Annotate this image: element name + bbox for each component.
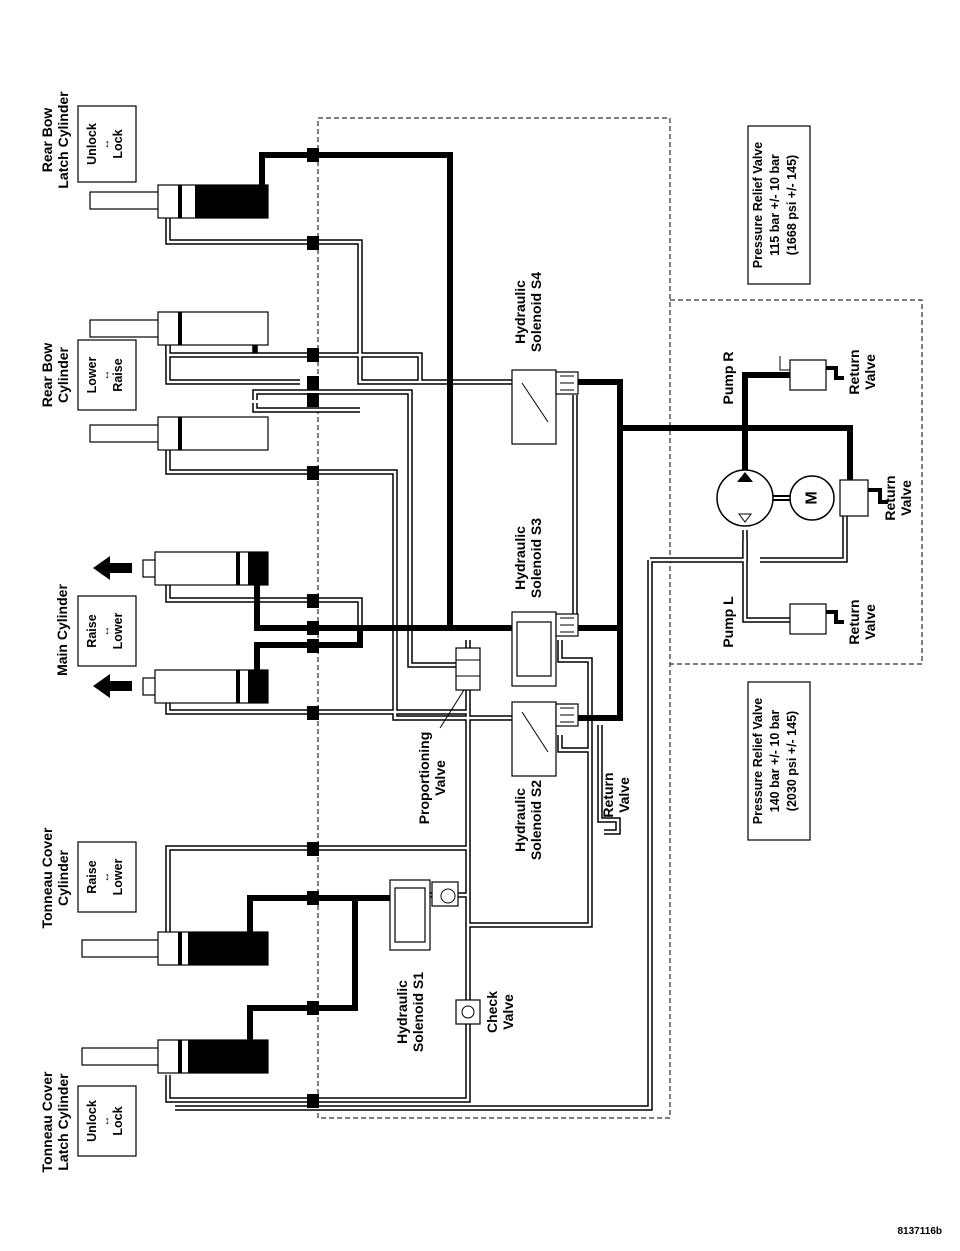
svg-text:Raise: Raise: [111, 358, 125, 391]
svg-text:Raise: Raise: [85, 614, 99, 647]
relief-valve-lower-box: Pressure Relief Valve 140 bar +/- 10 bar…: [747, 681, 811, 841]
rear-bow-cylinder-lower: [89, 416, 269, 451]
relief-upper-line2: 115 bar +/- 10 bar: [768, 154, 782, 256]
return-valve-center: [839, 479, 888, 517]
svg-text:Unlock: Unlock: [85, 123, 99, 165]
return-valve-label-s2: ReturnValve: [600, 772, 632, 817]
relief-valve-upper-box: Pressure Relief Valve 115 bar +/- 10 bar…: [747, 125, 811, 285]
relief-upper-line1: Pressure Relief Valve: [751, 142, 765, 269]
legend-rear-bow: Lower ↔ Raise: [77, 339, 137, 411]
legend-tonneau: Raise ↔ Lower: [77, 841, 137, 913]
figure-id: 8137116b: [898, 1226, 943, 1237]
pump-r-label: Pump R: [720, 352, 736, 405]
svg-text:Lower: Lower: [111, 612, 125, 649]
rear-bow-latch-cylinder: [89, 184, 269, 219]
legend-main: Raise ↔ Lower: [77, 595, 137, 667]
motor-label: M: [804, 491, 821, 504]
return-valve-label-l: ReturnValve: [846, 599, 878, 644]
rear-bow-latch-label: Rear BowLatch Cylinder: [39, 91, 71, 189]
solenoid-s3-label: HydraulicSolenoid S3: [512, 518, 544, 598]
solenoid-s1-label: HydraulicSolenoid S1: [394, 972, 426, 1052]
rear-bow-cylinder-upper: [89, 311, 269, 346]
tonneau-latch-label: Tonneau CoverLatch Cylinder: [39, 1071, 71, 1172]
pump-unit-boundary: [670, 299, 923, 665]
tonneau-cover-label: Tonneau CoverCylinder: [39, 827, 71, 928]
tonneau-cover-cylinder: [81, 931, 269, 966]
fittings: [307, 148, 319, 1108]
svg-text:Lower: Lower: [111, 858, 125, 895]
return-valve-left: [789, 603, 844, 635]
proportioning-valve: [439, 647, 481, 729]
svg-text:↔: ↔: [100, 1116, 112, 1127]
pump-assembly: M: [716, 469, 835, 527]
legend-tonneau-latch: Unlock ↔ Lock: [77, 1085, 137, 1157]
svg-text:Lower: Lower: [85, 356, 99, 393]
pressure-lines: [247, 152, 853, 1043]
relief-lower-line3: (2030 psi +/- 145): [785, 711, 799, 811]
main-cylinder-upper: [142, 551, 269, 586]
legend-rear-bow-latch: Unlock ↔ Lock: [77, 105, 137, 183]
svg-text:Unlock: Unlock: [85, 1100, 99, 1142]
manifold-boundary: [317, 117, 671, 1119]
solenoid-s2: [511, 701, 579, 777]
svg-text:↔: ↔: [100, 370, 112, 381]
relief-upper-line3: (1668 psi +/- 145): [785, 155, 799, 255]
check-valve: [455, 999, 481, 1025]
solenoid-s4-label: HydraulicSolenoid S4: [512, 272, 544, 352]
arrow-left-icon: [93, 556, 132, 698]
main-cylinder-label: Main Cylinder: [54, 584, 70, 676]
proportioning-valve-label: ProportioningValve: [416, 732, 448, 825]
svg-text:↔: ↔: [100, 139, 112, 150]
svg-text:↔: ↔: [100, 872, 112, 883]
solenoid-s2-label: HydraulicSolenoid S2: [512, 780, 544, 860]
relief-lower-line1: Pressure Relief Valve: [751, 698, 765, 825]
return-valve-label-center: ReturnValve: [882, 475, 914, 520]
solenoid-s1: [389, 879, 459, 951]
solenoid-s3: [511, 611, 579, 687]
return-valve-label-r: ReturnValve: [846, 349, 878, 394]
main-cylinder-lower: [142, 669, 269, 704]
svg-text:Lock: Lock: [111, 1106, 125, 1135]
return-valve-right: [779, 356, 844, 391]
rear-bow-label: Rear BowCylinder: [39, 343, 71, 408]
svg-text:Lock: Lock: [111, 129, 125, 158]
return-lines: [165, 215, 848, 1111]
relief-lower-line2: 140 bar +/- 10 bar: [768, 710, 782, 813]
tonneau-latch-cylinder: [81, 1039, 269, 1074]
svg-text:Raise: Raise: [85, 860, 99, 893]
pump-l-label: Pump L: [720, 596, 736, 648]
check-valve-label: CheckValve: [484, 991, 516, 1033]
svg-text:↔: ↔: [100, 626, 112, 637]
solenoid-s4: [511, 369, 579, 445]
